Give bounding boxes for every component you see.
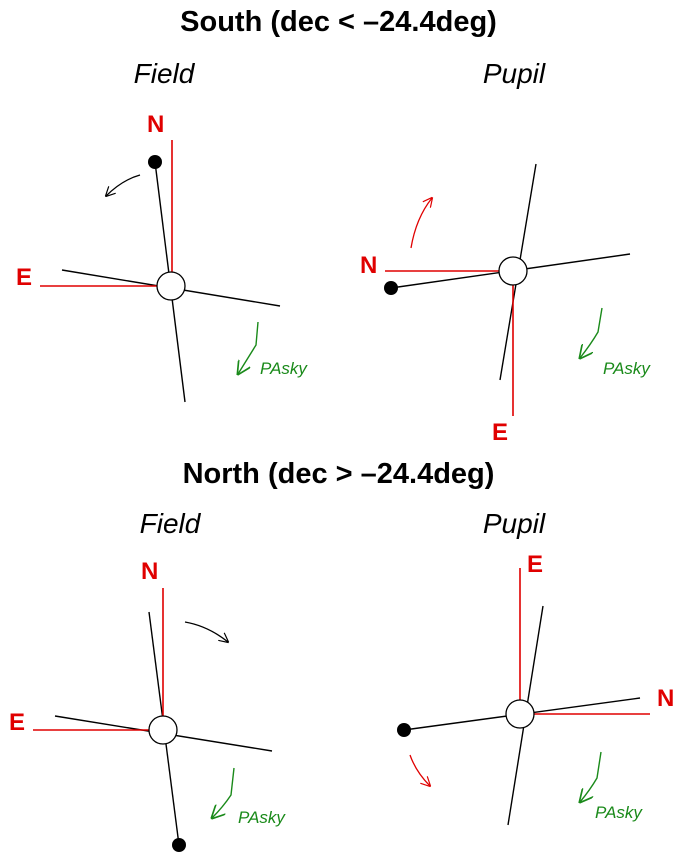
south-pupil-pa-label: PAsky xyxy=(603,359,651,378)
south-field-title: Field xyxy=(133,58,195,89)
south-field-rotation-arrow xyxy=(106,174,141,196)
south-field-east-label: E xyxy=(16,264,32,291)
north-pupil-axes xyxy=(519,568,650,715)
north-pupil-title: Pupil xyxy=(482,508,546,539)
south-pupil-north-label: N xyxy=(360,252,377,279)
north-field-pa-label: PAsky xyxy=(238,808,286,827)
south-heading: South (dec < –24.4deg) xyxy=(180,6,497,38)
south-pupil-title: Pupil xyxy=(482,58,546,89)
south-pupil-north-dot xyxy=(384,281,398,295)
south-field-north-label: N xyxy=(147,111,164,138)
south-field-panel: N E PAsky xyxy=(16,111,308,403)
south-pupil-panel: N E PAsky xyxy=(360,163,651,446)
south-pupil-pa-arrow xyxy=(580,307,603,358)
south-pupil-axes xyxy=(385,270,514,416)
south-pupil-center-circle xyxy=(498,256,528,286)
north-field-north-label: N xyxy=(141,558,158,585)
north-pupil-center-circle xyxy=(505,699,535,729)
north-pupil-south-dot xyxy=(397,723,411,737)
north-pupil-panel: E N PAsky xyxy=(397,551,674,826)
north-field-east-label: E xyxy=(9,709,25,736)
north-heading: North (dec > –24.4deg) xyxy=(182,458,495,490)
north-pupil-pa-label: PAsky xyxy=(595,803,643,822)
south-pupil-east-label: E xyxy=(492,419,508,446)
south-field-pa-label: PAsky xyxy=(260,359,308,378)
north-pupil-north-label: N xyxy=(657,685,674,712)
north-field-pa-arrow xyxy=(212,767,235,818)
north-pupil-east-label: E xyxy=(527,551,543,578)
north-field-south-dot xyxy=(172,838,186,852)
south-pupil-rotation-arrow xyxy=(410,198,432,249)
north-field-rotation-arrow xyxy=(184,621,228,642)
north-pupil-rotation-arrow xyxy=(409,754,430,786)
south-field-center-circle xyxy=(156,271,186,301)
north-field-center-circle xyxy=(148,715,178,745)
south-field-pa-arrow xyxy=(238,321,259,374)
south-field-north-dot xyxy=(148,155,162,169)
north-field-title: Field xyxy=(139,508,201,539)
north-field-panel: N E PAsky xyxy=(9,558,286,852)
north-pupil-pa-arrow xyxy=(580,751,602,802)
north-field-axes xyxy=(33,588,164,731)
